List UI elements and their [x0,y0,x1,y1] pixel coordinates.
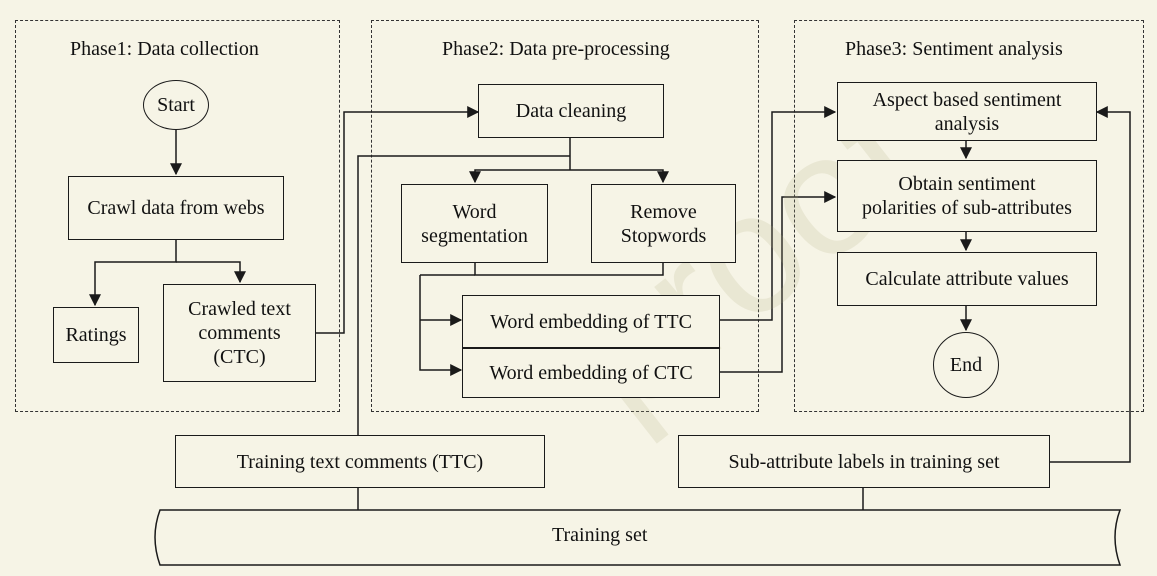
start-node: Start [143,80,209,130]
absa-node: Aspect based sentiment analysis [837,82,1097,141]
remove-stopwords-node: Remove Stopwords [591,184,736,263]
ttc-node: Training text comments (TTC) [175,435,545,488]
word-embedding-ctc-node: Word embedding of CTC [462,348,720,398]
sub-attribute-labels-node: Sub-attribute labels in training set [678,435,1050,488]
training-set-label: Training set [552,524,648,546]
word-embedding-ttc-node: Word embedding of TTC [462,295,720,348]
phase2-title: Phase2: Data pre-processing [442,38,670,60]
phase3-title: Phase3: Sentiment analysis [845,38,1063,60]
phase1-container [15,20,340,412]
phase1-title: Phase1: Data collection [70,38,259,60]
ratings-node: Ratings [53,307,139,363]
crawl-node: Crawl data from webs [68,176,284,240]
end-node: End [933,332,999,398]
training-set-shape [154,509,1122,566]
data-cleaning-node: Data cleaning [478,84,664,138]
phase2-container [371,20,759,412]
calculate-attribute-node: Calculate attribute values [837,252,1097,306]
polarities-node: Obtain sentiment polarities of sub-attri… [837,160,1097,232]
ctc-node: Crawled text comments (CTC) [163,284,316,382]
word-segmentation-node: Word segmentation [401,184,548,263]
phase3-container [794,20,1144,412]
